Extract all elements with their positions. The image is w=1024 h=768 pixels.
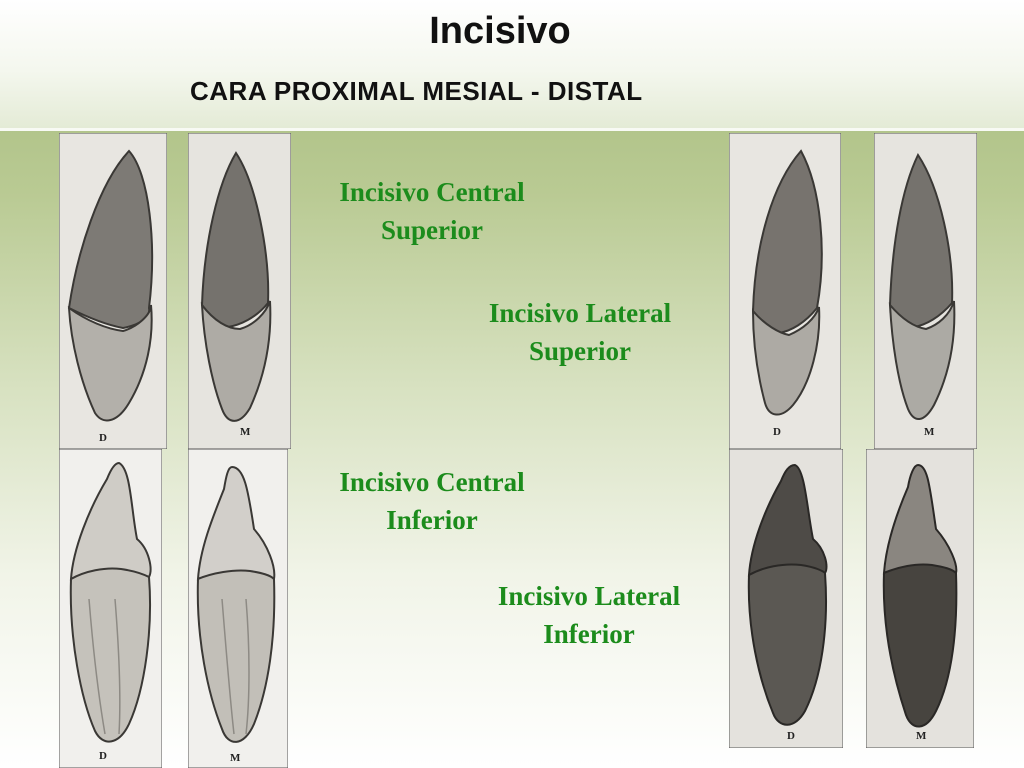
label-line: Incisivo Central bbox=[339, 177, 525, 207]
label-line: Incisivo Central bbox=[339, 467, 525, 497]
label-line: Superior bbox=[380, 215, 483, 245]
tooth-image-lateral-inferior-mesial: M bbox=[866, 449, 974, 748]
panel-letter: M bbox=[230, 752, 241, 764]
panel-letter: D bbox=[99, 750, 107, 762]
tooth-image-central-inferior-distal: D bbox=[59, 449, 162, 768]
tooth-image-lateral-superior-mesial: M bbox=[874, 133, 977, 449]
panel-letter: D bbox=[99, 432, 107, 444]
tooth-image-central-superior-distal: D bbox=[59, 133, 167, 449]
label-line: Inferior bbox=[543, 619, 635, 649]
tooth-image-lateral-inferior-distal: D bbox=[729, 449, 843, 748]
label-line: Incisivo Lateral bbox=[488, 298, 672, 328]
tooth-image-central-superior-mesial: M bbox=[188, 133, 291, 449]
label-lateral-superior: Incisivo Lateral Superior bbox=[446, 294, 714, 370]
label-line: Inferior bbox=[386, 505, 478, 535]
label-lateral-inferior: Incisivo Lateral Inferior bbox=[455, 577, 723, 653]
page-title: Incisivo bbox=[429, 10, 571, 52]
label-line: Incisivo Lateral bbox=[497, 581, 681, 611]
header-divider bbox=[0, 128, 1024, 131]
panel-letter: M bbox=[924, 426, 935, 438]
page-subtitle: CARA PROXIMAL MESIAL - DISTAL bbox=[190, 76, 643, 106]
panel-letter: D bbox=[773, 426, 781, 438]
tooth-image-lateral-superior-distal: D bbox=[729, 133, 841, 449]
label-central-inferior: Incisivo Central Inferior bbox=[298, 463, 566, 539]
panel-letter: D bbox=[787, 730, 795, 742]
panel-letter: M bbox=[916, 730, 927, 742]
panel-letter: M bbox=[240, 426, 251, 438]
label-central-superior: Incisivo Central Superior bbox=[298, 173, 566, 249]
tooth-image-central-inferior-mesial: M bbox=[188, 449, 288, 768]
header-band bbox=[0, 0, 1024, 128]
label-line: Superior bbox=[528, 336, 631, 366]
